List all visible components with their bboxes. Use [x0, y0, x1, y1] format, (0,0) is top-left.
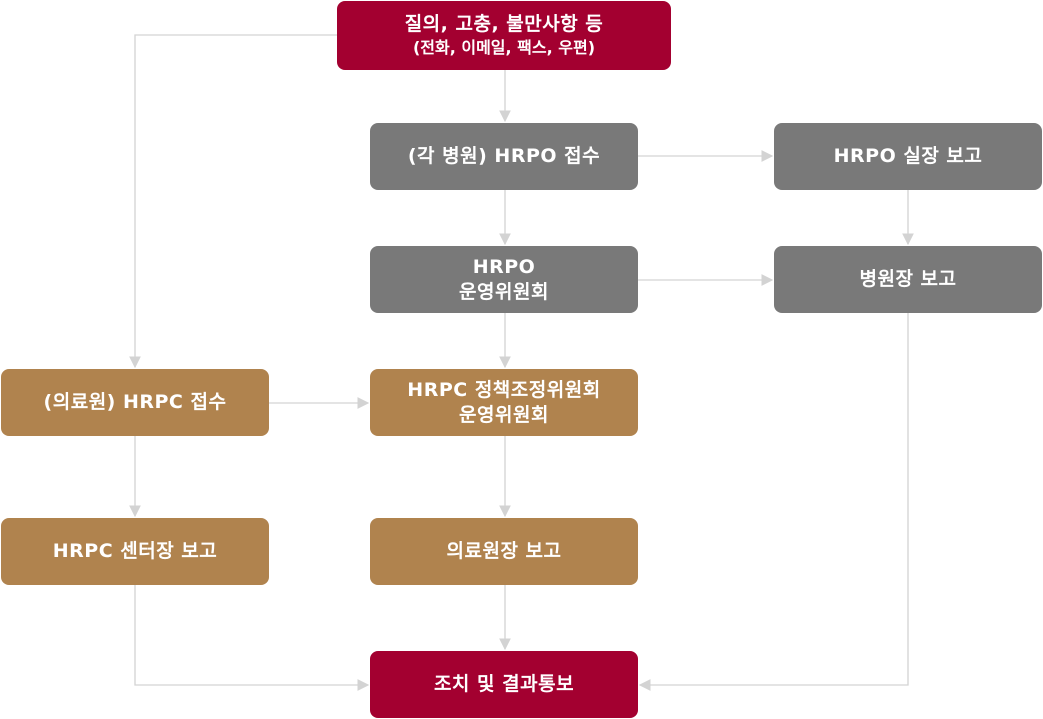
hrpo-receipt-label: (각 병원) HRPO 접수 — [407, 145, 601, 167]
hrpo-chief-report-box: HRPO 실장 보고 — [774, 123, 1042, 190]
hrpo-committee-line2: 운영위원회 — [459, 280, 549, 303]
hospital-director-report-label: 병원장 보고 — [859, 268, 957, 290]
hrpc-receipt-label: (의료원) HRPC 접수 — [43, 391, 227, 413]
hrpo-committee-box: HRPO 운영위원회 — [370, 246, 638, 313]
hrpc-center-report-label: HRPC 센터장 보고 — [52, 540, 218, 562]
hrpo-receipt-box: (각 병원) HRPO 접수 — [370, 123, 638, 190]
hrpo-chief-report-label: HRPO 실장 보고 — [833, 145, 983, 167]
medical-center-chief-report-box: 의료원장 보고 — [370, 518, 638, 585]
hrpc-center-report-box: HRPC 센터장 보고 — [1, 518, 269, 585]
arrow-director-to-result — [638, 313, 909, 691]
hrpc-policy-committee-line1: HRPC 정책조정위원회 — [407, 378, 601, 401]
inquiry-channels: (전화, 이메일, 팩스, 우편) — [412, 38, 596, 57]
action-result-box: 조치 및 결과통보 — [370, 651, 638, 718]
hrpc-policy-committee-line2: 운영위원회 — [459, 403, 549, 426]
arrow-inquiry-to-hrpc-receipt — [129, 34, 337, 369]
hrpc-receipt-box: (의료원) HRPC 접수 — [1, 369, 269, 436]
inquiry-box: 질의, 고충, 불만사항 등 (전화, 이메일, 팩스, 우편) — [337, 1, 671, 70]
hrpc-policy-committee-box: HRPC 정책조정위원회 운영위원회 — [370, 369, 638, 436]
inquiry-title: 질의, 고충, 불만사항 등 — [404, 13, 604, 35]
action-result-label: 조치 및 결과통보 — [433, 673, 575, 695]
hospital-director-report-box: 병원장 보고 — [774, 246, 1042, 313]
medical-center-chief-report-label: 의료원장 보고 — [446, 540, 562, 562]
hrpo-committee-line1: HRPO — [472, 255, 536, 278]
arrow-center-to-result — [134, 585, 370, 691]
